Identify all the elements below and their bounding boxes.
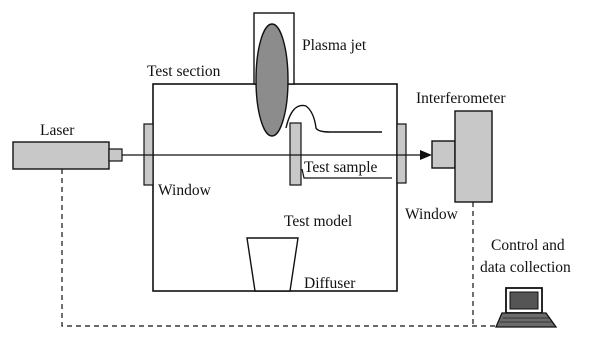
label-plasma-jet: Plasma jet	[302, 37, 367, 54]
diffuser	[246, 237, 299, 292]
label-window-left: Window	[158, 182, 212, 199]
laptop-icon	[495, 287, 558, 328]
label-test-section: Test section	[147, 63, 221, 80]
label-interferometer: Interferometer	[416, 90, 506, 107]
laser-body	[12, 141, 110, 170]
interferometer-lens	[431, 140, 456, 169]
right-window	[396, 123, 407, 184]
label-laser: Laser	[40, 122, 75, 139]
label-test-sample: Test sample	[304, 159, 378, 176]
label-window-right: Window	[405, 206, 459, 223]
label-test-model: Test model	[284, 213, 352, 230]
label-diffuser: Diffuser	[304, 275, 356, 292]
label-control-line1: Control and	[491, 237, 565, 254]
interferometer-body	[454, 110, 493, 203]
beam-arrowhead	[420, 150, 432, 160]
test-model-profile	[285, 104, 382, 133]
control-line-laser	[61, 169, 502, 327]
test-sample-leader	[301, 168, 392, 179]
test-sample-plate	[289, 122, 302, 186]
laser-aperture	[108, 148, 123, 162]
label-control-line2: data collection	[480, 259, 571, 276]
plasma-jet-plume	[255, 23, 289, 137]
